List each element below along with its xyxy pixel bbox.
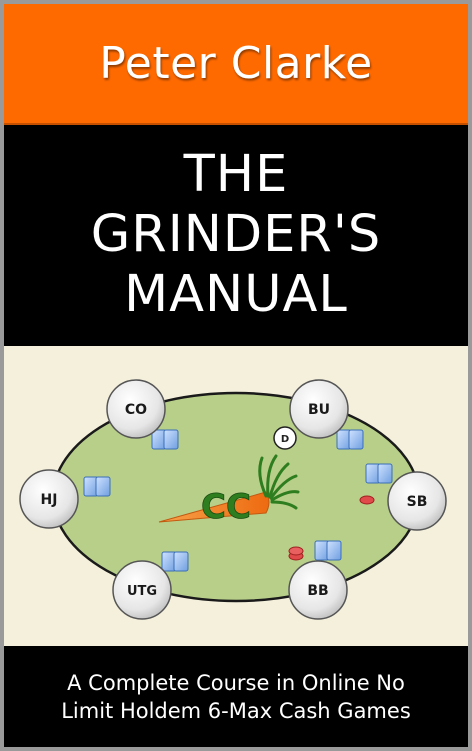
subtitle-line-1: A Complete Course in Online No — [67, 670, 405, 695]
subtitle-line-2: Limit Holdem 6-Max Cash Games — [61, 698, 411, 723]
seat-bb-label: BB — [307, 583, 328, 599]
poker-table-illustration: CC D — [4, 346, 468, 646]
seat-bb: BB — [288, 560, 348, 620]
chip-sb — [359, 495, 375, 505]
cards-utg — [161, 551, 189, 572]
cards-bb — [314, 540, 342, 561]
seat-utg: UTG — [112, 560, 172, 620]
seat-sb-label: SB — [407, 494, 428, 510]
cards-bu — [336, 429, 364, 450]
cards-hj — [83, 476, 111, 497]
subtitle-block: A Complete Course in Online No Limit Hol… — [4, 646, 468, 747]
title-line-3: MANUAL — [124, 265, 348, 324]
seat-bu-label: BU — [308, 402, 330, 418]
seat-sb: SB — [387, 471, 447, 531]
seat-utg-label: UTG — [127, 584, 157, 599]
chip-bb-top — [288, 546, 304, 556]
cards-sb — [365, 463, 393, 484]
poker-table-svg: CC D — [19, 379, 447, 620]
title-line-1: THE — [183, 145, 289, 204]
author-banner: Peter Clarke — [4, 4, 468, 125]
seat-bu: BU — [289, 379, 349, 439]
carrot-logo: CC — [158, 454, 300, 527]
seat-hj: HJ — [19, 469, 79, 529]
title-block: THE GRINDER'S MANUAL — [4, 125, 468, 345]
cards-co — [151, 429, 179, 450]
author-name: Peter Clarke — [99, 38, 373, 89]
seat-co-label: CO — [125, 402, 147, 418]
seat-hj-label: HJ — [41, 492, 58, 508]
logo-text: CC — [201, 487, 251, 527]
seat-co: CO — [106, 379, 166, 439]
dealer-button: D — [273, 426, 297, 450]
carrot-leaves-icon — [258, 454, 300, 510]
title-line-2: GRINDER'S — [90, 205, 382, 264]
dealer-button-label: D — [281, 434, 289, 445]
